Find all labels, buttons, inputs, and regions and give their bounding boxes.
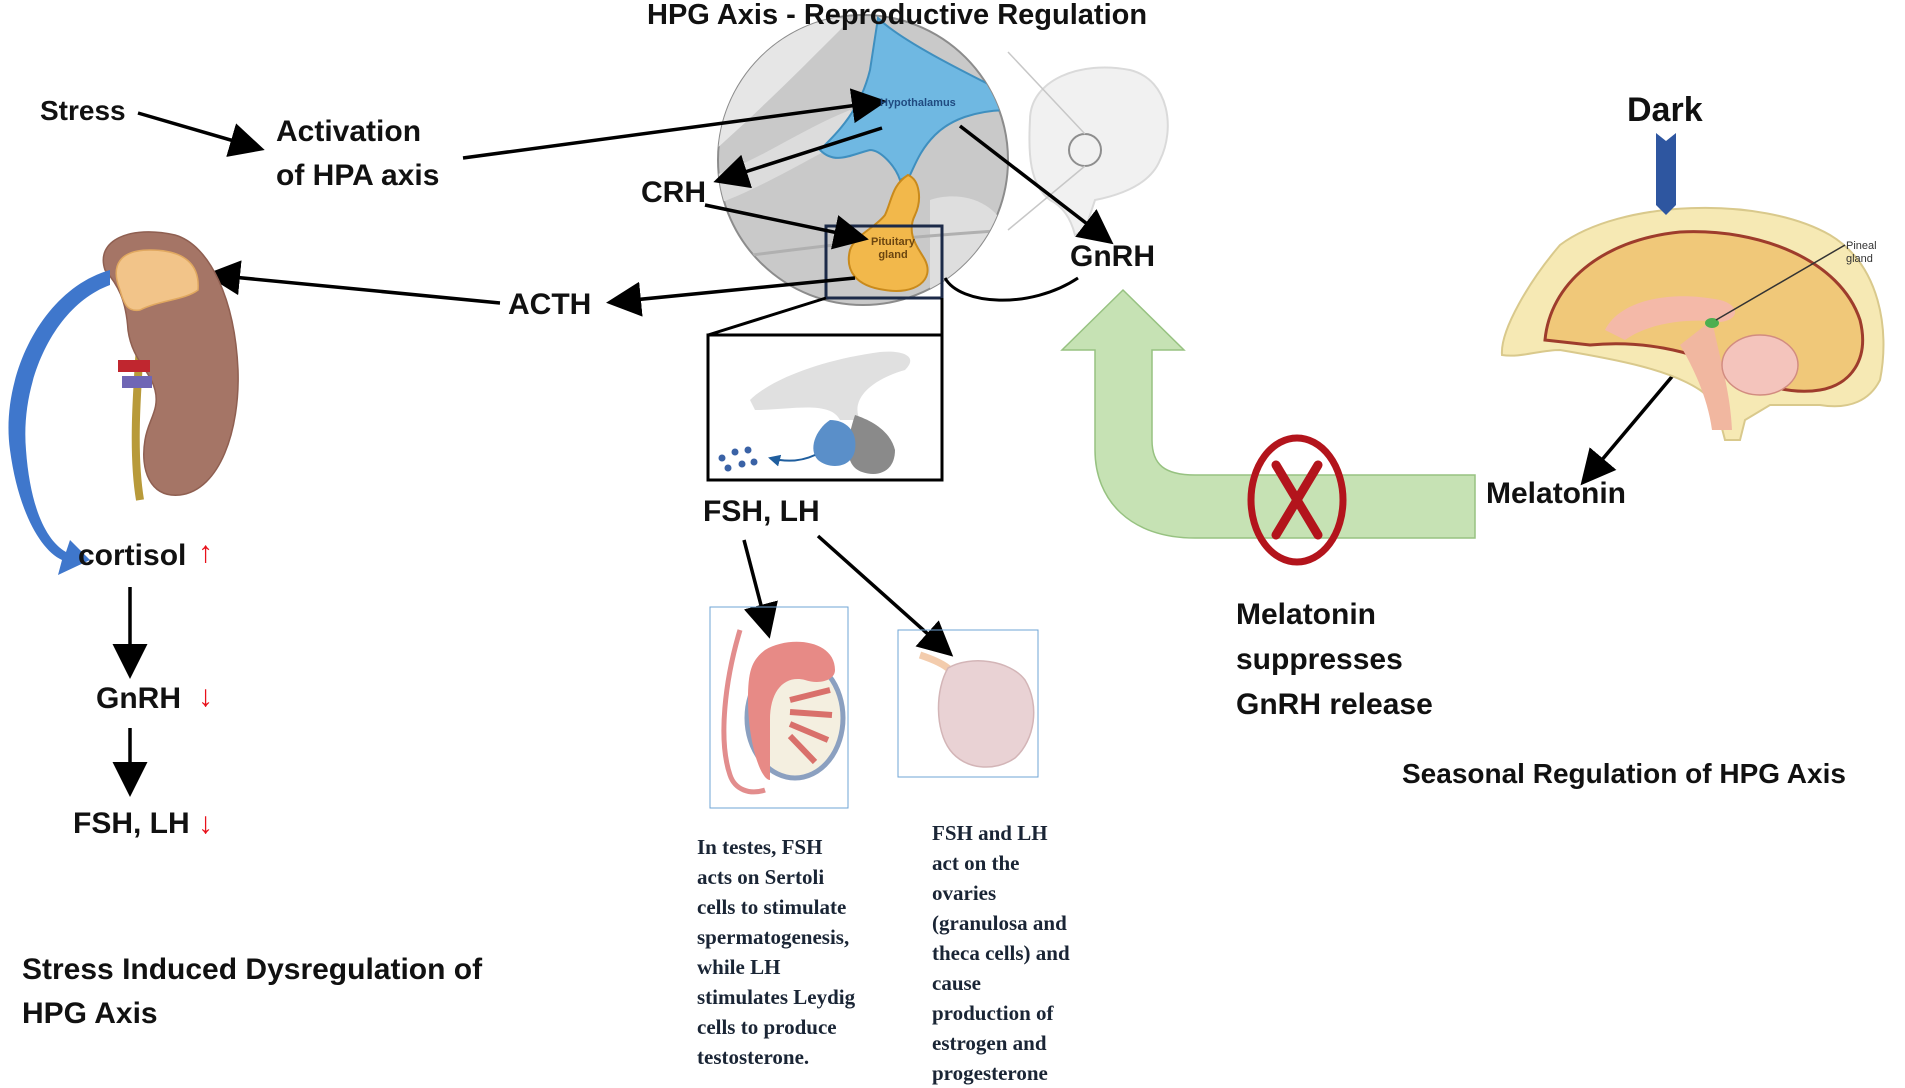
ovary-description: FSH and LH act on the ovaries (granulosa… [932, 821, 1070, 1085]
arrow-lh-to-ovary [816, 534, 954, 657]
arrow-stress-to-hpa [137, 111, 265, 157]
arrow-fsh-to-testis [742, 539, 778, 639]
sagittal-brain-illustration [1500, 206, 1885, 441]
stress-label: Stress [40, 95, 126, 126]
cortisol-label: cortisol [78, 539, 187, 572]
arrow-pituitary-to-acth [606, 276, 856, 317]
inhibition-symbol [1247, 434, 1347, 566]
pituitary-label: Pituitary gland [870, 236, 915, 261]
cortisol-increase-icon: ↑ [198, 536, 213, 569]
ovary-illustration [897, 629, 1039, 778]
arrow-crh-to-pituitary [704, 203, 869, 250]
fsh-lh-stress-label: FSH, LH [73, 807, 190, 840]
pathway-arrows [112, 88, 1709, 797]
arrow-hypothalamus-to-gnrh [958, 124, 1114, 245]
cortisol-feedback-arrow [8, 270, 110, 575]
arrow-hypothalamus-to-crh [713, 126, 883, 189]
brain-thumbnail [1007, 51, 1169, 237]
seasonal-panel-title: Seasonal Regulation of HPG Axis [1402, 758, 1846, 789]
melatonin-suppression-text: Melatonin suppresses GnRH release [1236, 598, 1433, 721]
main-title: HPG Axis - Reproductive Regulation [647, 0, 1148, 31]
inset-connector [707, 296, 944, 337]
gnrh-center-label: GnRH [1070, 240, 1155, 273]
stress-panel-title: Stress Induced Dysregulation of HPG Axis [22, 953, 483, 1030]
pineal-gland-label: Pineal gland [1846, 240, 1877, 265]
inhibited-melatonin-arrow [1060, 288, 1476, 539]
hpa-activation-label: Activation of HPA axis [276, 115, 440, 192]
arrow-acth-to-adrenal [205, 260, 501, 305]
pituitary-release-inset [706, 333, 944, 482]
kidney-adrenal-illustration [102, 231, 239, 501]
arrow-hpa-to-hypothalamus [462, 88, 887, 160]
fsh-lh-center-label: FSH, LH [703, 495, 820, 528]
gnrh-link-curve [943, 276, 1079, 302]
testis-illustration [709, 606, 849, 809]
hypothalamus-pituitary-illustration [717, 14, 1009, 306]
melatonin-label: Melatonin [1486, 477, 1626, 510]
dark-arrow [1656, 133, 1676, 215]
fsh-lh-decrease-icon: ↓ [198, 807, 213, 840]
acth-label: ACTH [508, 288, 592, 321]
pituitary-focus-box [824, 224, 944, 300]
hypothalamus-label: Hypothalamus [880, 97, 956, 109]
gnrh-decrease-icon: ↓ [198, 680, 213, 713]
dark-label: Dark [1627, 91, 1703, 129]
testes-description: In testes, FSH acts on Sertoli cells to … [697, 835, 856, 1069]
crh-label: CRH [641, 176, 706, 209]
gnrh-stress-label: GnRH [96, 682, 181, 715]
